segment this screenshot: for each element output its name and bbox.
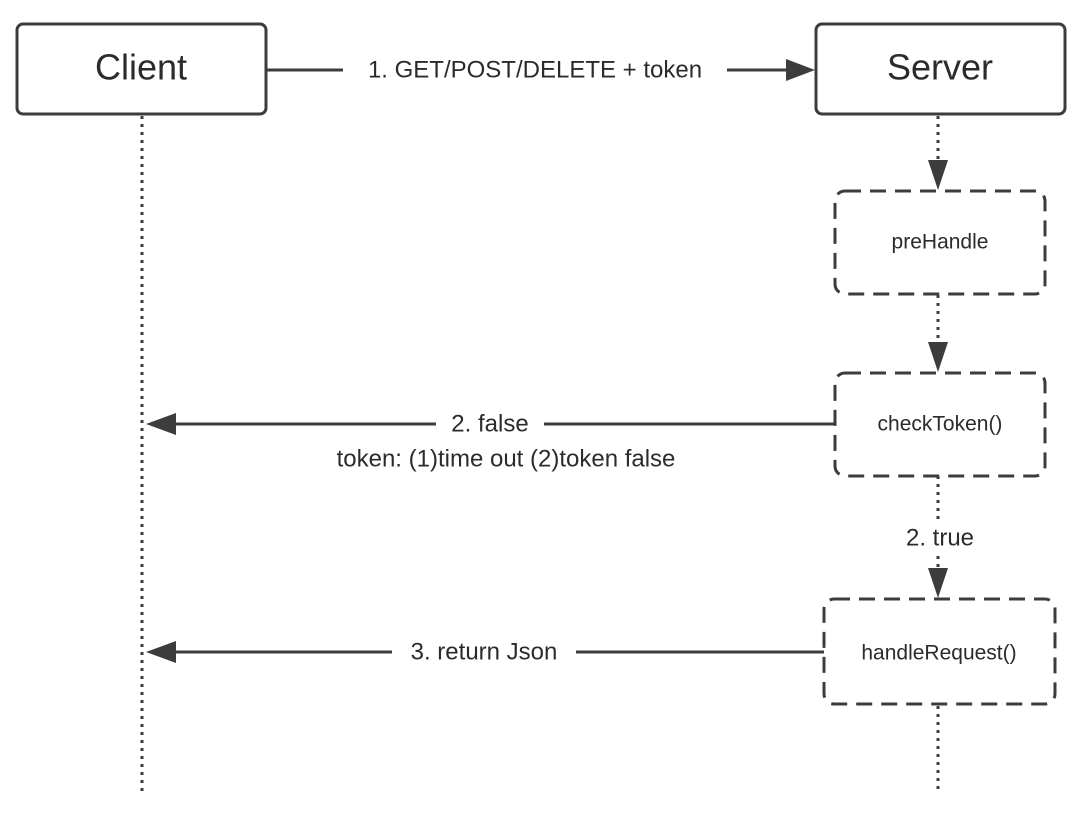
checktoken-to-handlerequest-arrowhead (928, 568, 948, 598)
client-actor-box (15, 22, 268, 116)
return-message-arrowhead (146, 641, 176, 663)
false-message-label: 2. false (451, 410, 528, 437)
request-label-bg (343, 54, 727, 86)
false-label-bg (436, 409, 544, 439)
true-message-label: 2. true (906, 524, 974, 551)
prehandle-label: preHandle (892, 231, 989, 254)
handlerequest-label: handleRequest() (861, 642, 1016, 665)
checktoken-label: checkToken() (878, 413, 1003, 436)
handlerequest-box (822, 597, 1057, 706)
server-to-prehandle-arrowhead (928, 160, 948, 190)
prehandle-box (833, 189, 1047, 296)
return-message-label: 3. return Json (411, 638, 558, 665)
server-actor-label: Server (887, 47, 993, 88)
request-message-label: 1. GET/POST/DELETE + token (368, 56, 702, 83)
return-label-bg (392, 637, 576, 667)
server-actor-box (814, 22, 1067, 116)
false-message-detail: token: (1)time out (2)token false (337, 445, 676, 472)
client-actor-label: Client (95, 47, 187, 88)
checktoken-box (833, 371, 1047, 478)
request-message-arrowhead (786, 59, 815, 81)
false-message-arrowhead (146, 413, 176, 435)
true-label-bg (893, 523, 985, 553)
prehandle-to-checktoken-arrowhead (928, 342, 948, 372)
